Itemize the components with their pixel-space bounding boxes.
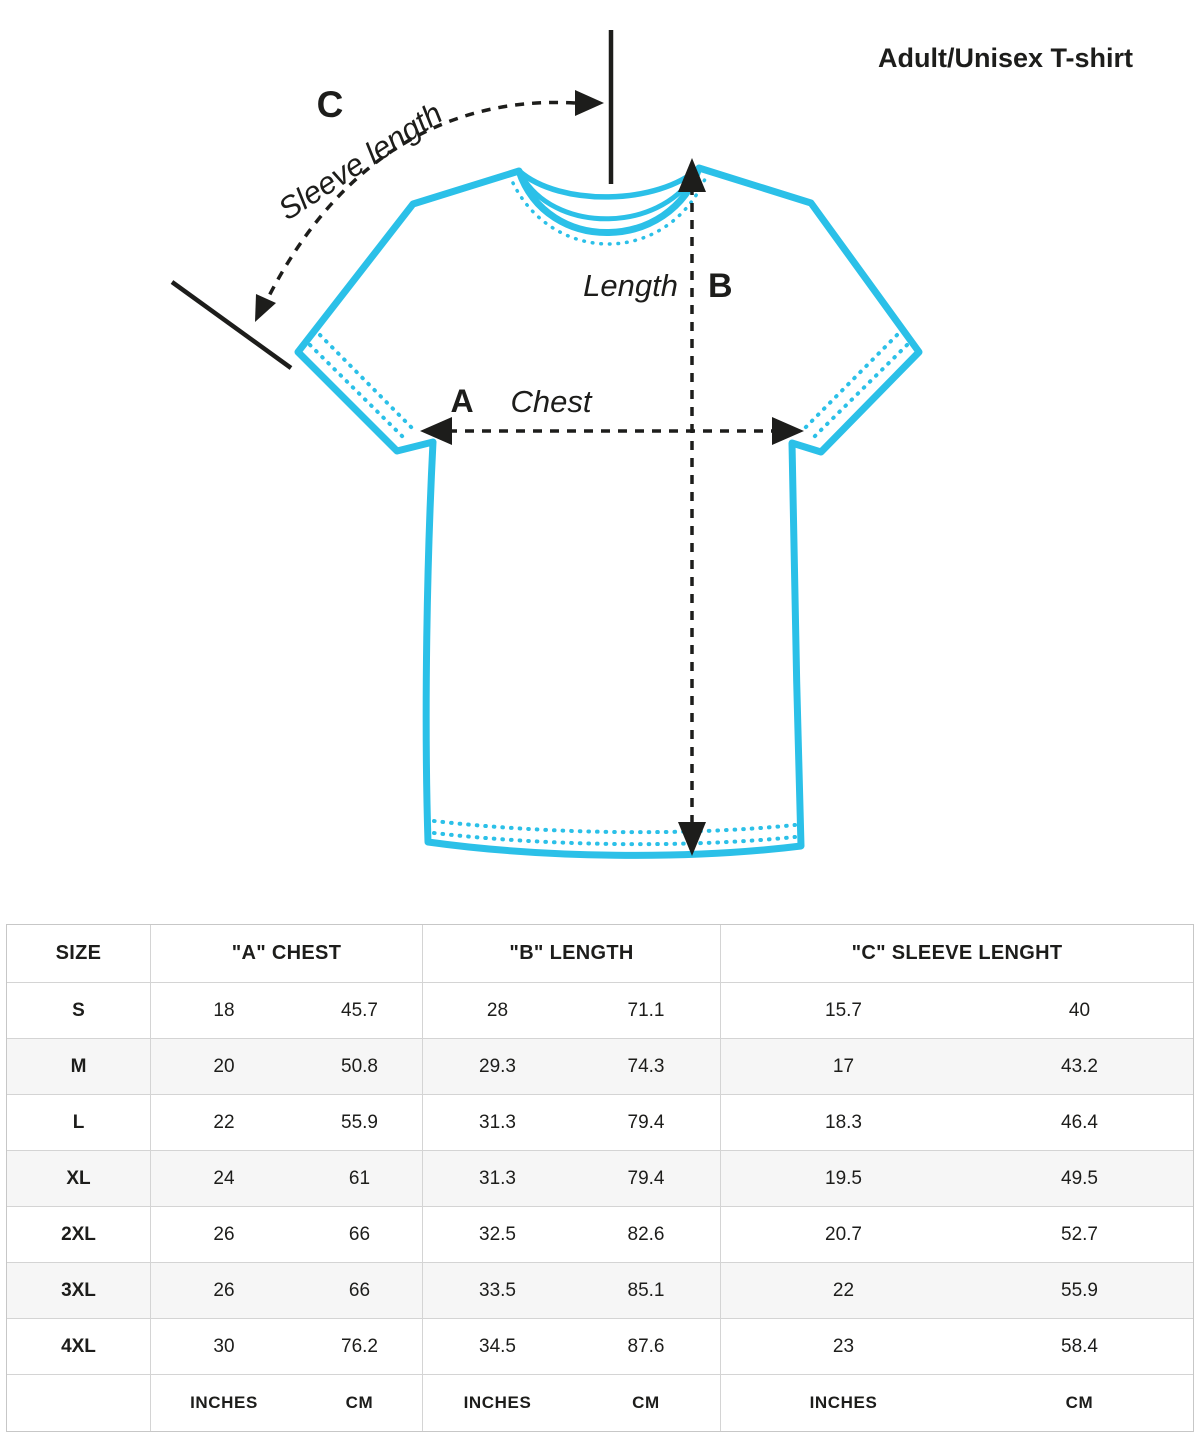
length-cm-cell: 87.6 [572,1319,721,1375]
units-cm-label: CM [572,1375,721,1431]
chest-cm-cell: 76.2 [297,1319,423,1375]
label-chest: Chest [511,384,593,419]
left-cuff-stitch [308,333,415,440]
col-header-size: SIZE [7,925,151,983]
label-a: A [450,383,473,419]
units-inches-label: INCHES [423,1375,572,1431]
label-b: B [708,267,733,305]
sleeve-arrowhead-right [575,90,604,116]
collar-back-arc [516,165,702,200]
col-header-length: "B" LENGTH [423,925,721,983]
sleeve-cm-cell: 58.4 [966,1319,1193,1375]
chest-cm-cell: 61 [297,1151,423,1207]
col-header-sleeve: "C" SLEEVE LENGHT [721,925,1193,983]
sleeve-cm-cell: 46.4 [966,1095,1193,1151]
hem-stitch [432,819,797,847]
size-cell: 3XL [7,1263,151,1319]
sleeve-in-cell: 15.7 [721,983,966,1039]
chest-in-cell: 30 [151,1319,297,1375]
sleeve-arrowhead-left [255,294,276,322]
sleeve-pointer-line [170,280,293,370]
units-empty-cell [7,1375,151,1431]
diagram-canvas: C Sleeve length Length B A Chest Adult/U… [170,30,1133,859]
length-in-cell: 32.5 [423,1207,572,1263]
sleeve-cm-cell: 40 [966,983,1193,1039]
size-cell: S [7,983,151,1039]
sleeve-in-cell: 22 [721,1263,966,1319]
sleeve-cm-cell: 52.7 [966,1207,1193,1263]
page-title: Adult/Unisex T-shirt [878,43,1133,73]
length-in-cell: 31.3 [423,1151,572,1207]
units-cm-label: CM [297,1375,423,1431]
units-cm-label: CM [966,1375,1193,1431]
chest-in-cell: 20 [151,1039,297,1095]
length-arrowhead-bottom [678,822,706,856]
sleeve-in-cell: 20.7 [721,1207,966,1263]
length-in-cell: 34.5 [423,1319,572,1375]
chest-cm-cell: 66 [297,1263,423,1319]
label-length: Length [583,268,678,303]
collar-stitch-arc [511,177,707,246]
sleeve-in-cell: 23 [721,1319,966,1375]
sleeve-length-arrow-curve [260,100,576,311]
chest-in-cell: 26 [151,1263,297,1319]
length-in-cell: 33.5 [423,1263,572,1319]
size-cell: 4XL [7,1319,151,1375]
sleeve-cm-cell: 43.2 [966,1039,1193,1095]
tshirt-outline [294,164,923,859]
chest-in-cell: 26 [151,1207,297,1263]
size-cell: 2XL [7,1207,151,1263]
length-cm-cell: 82.6 [572,1207,721,1263]
sleeve-in-cell: 17 [721,1039,966,1095]
length-arrowhead-top [678,158,706,192]
sleeve-in-cell: 19.5 [721,1151,966,1207]
length-in-cell: 28 [423,983,572,1039]
size-cell: XL [7,1151,151,1207]
length-cm-cell: 74.3 [572,1039,721,1095]
length-cm-cell: 71.1 [572,983,721,1039]
size-cell: L [7,1095,151,1151]
label-c: C [317,84,344,125]
tshirt-measurement-diagram: C Sleeve length Length B A Chest Adult/U… [170,30,1133,859]
chest-cm-cell: 45.7 [297,983,423,1039]
sleeve-cm-cell: 49.5 [966,1151,1193,1207]
chest-cm-cell: 50.8 [297,1039,423,1095]
chest-cm-cell: 66 [297,1207,423,1263]
col-header-chest: "A" CHEST [151,925,423,983]
chest-in-cell: 24 [151,1151,297,1207]
chest-in-cell: 22 [151,1095,297,1151]
chest-cm-cell: 55.9 [297,1095,423,1151]
length-cm-cell: 79.4 [572,1095,721,1151]
length-cm-cell: 85.1 [572,1263,721,1319]
sleeve-cm-cell: 55.9 [966,1263,1193,1319]
size-chart-table: SIZE "A" CHEST "B" LENGTH "C" SLEEVE LEN… [6,924,1194,1432]
chest-in-cell: 18 [151,983,297,1039]
length-in-cell: 31.3 [423,1095,572,1151]
collar-band-arc [522,174,696,222]
right-cuff-stitch [802,333,909,440]
length-in-cell: 29.3 [423,1039,572,1095]
sleeve-in-cell: 18.3 [721,1095,966,1151]
chest-arrowhead-right [772,417,804,445]
units-inches-label: INCHES [151,1375,297,1431]
units-inches-label: INCHES [721,1375,966,1431]
length-cm-cell: 79.4 [572,1151,721,1207]
chest-arrowhead-left [420,417,452,445]
size-cell: M [7,1039,151,1095]
